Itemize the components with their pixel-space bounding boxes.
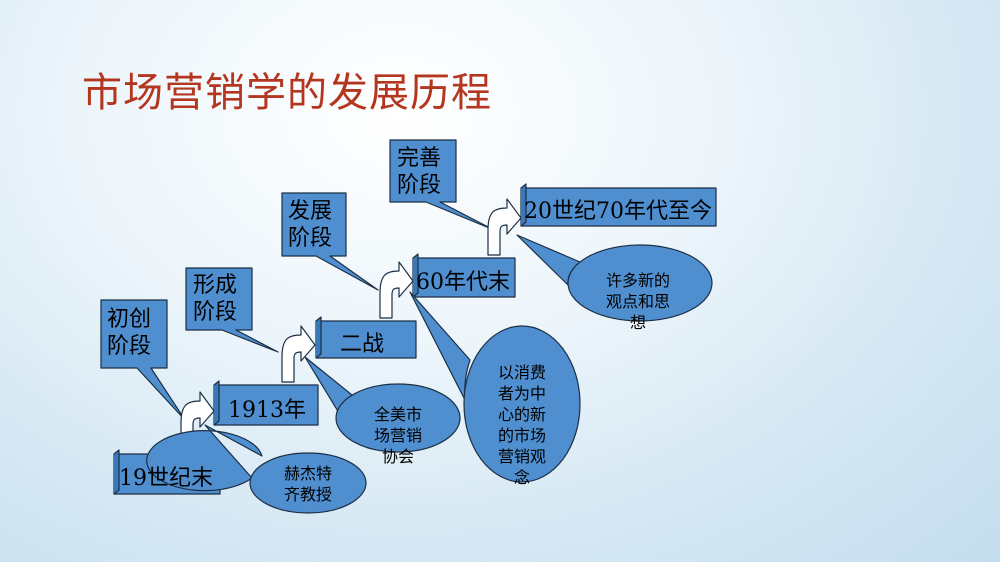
timeline-box-4-curl [412, 253, 419, 298]
oval-callout-3-text: 以消费 者为中 心的新 的市场 营销观 念 [476, 362, 568, 488]
oval-callout-3 [409, 291, 471, 401]
stage-label-callout-4 [389, 139, 495, 231]
oval-callout-4-line-1: 许多新的 [605, 271, 670, 290]
oval-callout-2-line-3: 协会 [381, 447, 414, 466]
slide-title: 市场营销学的发展历程 [82, 70, 492, 116]
stage-label-3-line-1: 发展 [288, 199, 333, 224]
oval-callout-3-line-2: 者为中 [497, 384, 546, 403]
oval-callout-3-line-3: 心的新 [497, 405, 546, 424]
step-arrow-3 [379, 261, 414, 319]
stage-label-3: 发展 阶段 [288, 198, 332, 252]
timeline-box-1-text: 19世纪末 [119, 466, 213, 491]
oval-callout-3-line-6: 念 [513, 468, 530, 487]
oval-callout-3-line-1: 以消费 [497, 363, 546, 382]
oval-callout-3-line-4: 的市场 [497, 426, 546, 445]
oval-callout-3-line-5: 营销观 [497, 447, 546, 466]
stage-label-1-line-1: 初创 [107, 307, 152, 332]
oval-callout-1-line-2: 齐教授 [283, 485, 332, 504]
oval-callout-1-body [249, 452, 367, 514]
stage-label-callout-3 [281, 192, 379, 291]
stage-label-2-line-1: 形成 [193, 273, 238, 298]
timeline-box-2-curl [213, 380, 220, 426]
step-arrow-2 [281, 325, 316, 383]
oval-callout-2-line-1: 全美市 [373, 405, 422, 424]
timeline-box-3-text: 二战 [340, 332, 385, 357]
timeline-box-3-curl [315, 316, 322, 359]
oval-callout-1-line-1: 赫杰特 [283, 464, 332, 483]
oval-callout-4-line-2: 观点和思 [605, 292, 670, 311]
step-arrow-4 [487, 198, 522, 256]
oval-callout-4-body [567, 244, 713, 322]
stage-label-2-line-2: 阶段 [193, 300, 238, 325]
stage-label-callout-1 [100, 299, 186, 421]
timeline-box-5-curl [520, 183, 527, 227]
stage-label-4-line-2: 阶段 [397, 173, 442, 198]
stage-label-1-line-2: 阶段 [107, 334, 152, 359]
stage-label-3-line-2: 阶段 [288, 226, 333, 251]
oval-callout-3-body [463, 325, 581, 483]
stage-label-1: 初创 阶段 [107, 306, 151, 360]
timeline-box-1-curl [113, 449, 120, 495]
oval-callout-1 [146, 424, 263, 492]
stage-label-callout-2 [185, 267, 279, 353]
stage-label-4-line-1: 完善 [397, 146, 442, 171]
oval-callout-4-text: 许多新的 观点和思 想 [588, 270, 688, 333]
timeline-box-5-text: 20世纪70年代至今 [524, 199, 712, 224]
oval-callout-2-body [335, 383, 461, 453]
stage-label-2: 形成 阶段 [193, 272, 237, 326]
oval-callout-2-text: 全美市 场营销 协会 [352, 404, 444, 467]
oval-callout-1-text: 赫杰特 齐教授 [262, 463, 354, 505]
stage-label-4: 完善 阶段 [397, 145, 441, 199]
oval-callout-4-line-3: 想 [629, 313, 646, 332]
timeline-box-4-text: 60年代末 [416, 270, 510, 295]
timeline-box-2-text: 1913年 [228, 398, 306, 423]
oval-callout-2-line-2: 场营销 [373, 426, 422, 445]
